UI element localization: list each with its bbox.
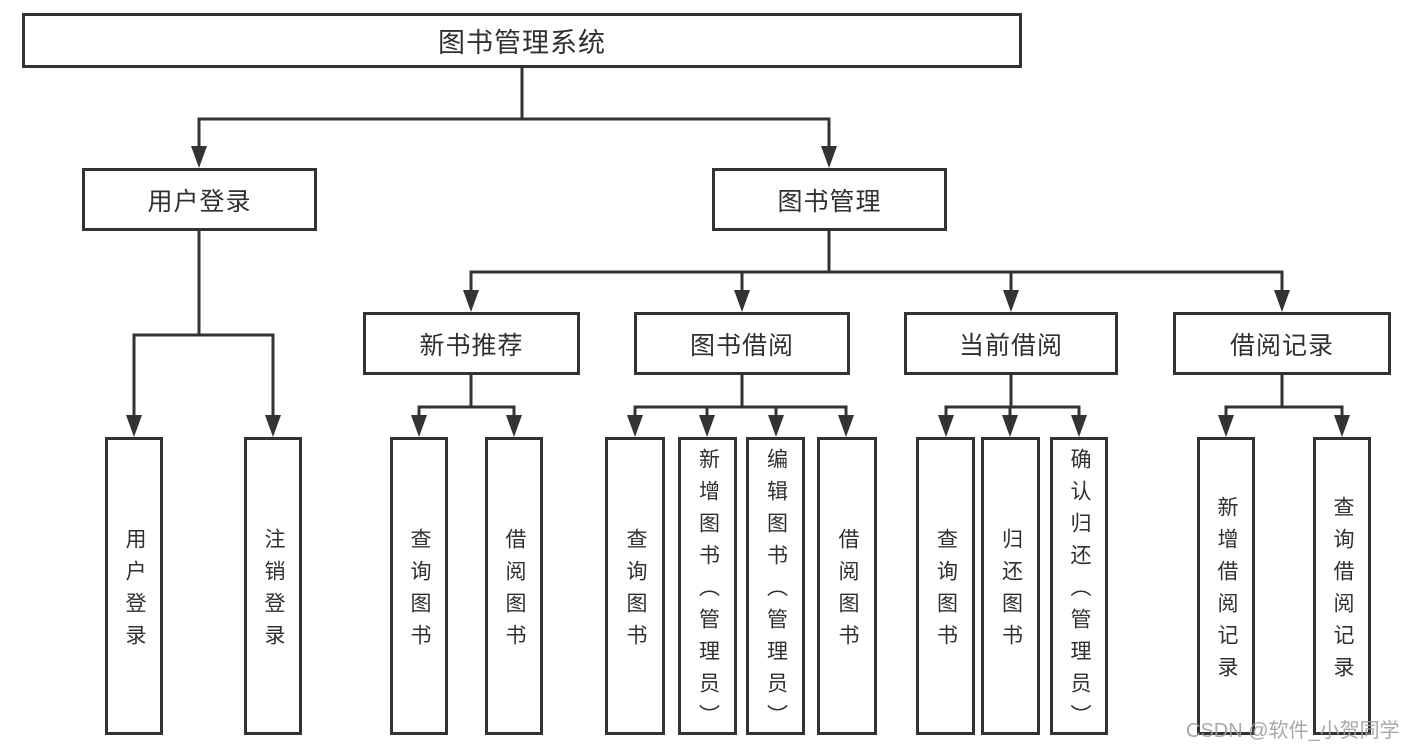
leaf-label: 查询借阅记录 (1331, 495, 1354, 688)
leaf-label: 用户登录 (123, 527, 146, 656)
node-label: 新书推荐 (419, 331, 524, 360)
node-book-management: 图书管理 (712, 168, 947, 231)
connector-borrow-record-branch (1224, 373, 1344, 419)
leaf-label: 借阅图书 (503, 527, 526, 656)
leaf-label: 确认归还（管理员） (1068, 447, 1091, 736)
connector-book-borrow-branch (633, 373, 848, 419)
connector-book-management-branch (469, 229, 1284, 294)
leaf-query-books-borrow: 查询图书 (605, 437, 665, 735)
csdn-watermark: CSDN @软件_小贺同学 (1186, 720, 1400, 742)
connector-root-to-level2 (197, 66, 831, 150)
leaf-label: 查询图书 (624, 527, 647, 656)
leaf-label: 查询图书 (934, 527, 958, 656)
connector-current-borrow-branch (944, 373, 1081, 419)
node-label: 用户登录 (147, 187, 252, 216)
node-label: 图书管理系统 (438, 28, 606, 58)
node-label: 图书借阅 (689, 331, 794, 360)
leaf-confirm-return-admin: 确认归还（管理员） (1050, 437, 1108, 736)
leaf-edit-books-admin: 编辑图书（管理员） (746, 437, 805, 736)
leaf-user-login: 用户登录 (105, 437, 163, 735)
leaf-label: 编辑图书（管理员） (764, 447, 788, 736)
leaf-return-books: 归还图书 (981, 437, 1040, 735)
leaf-label: 借阅图书 (836, 527, 859, 656)
leaf-borrow-books-recommend: 借阅图书 (485, 437, 543, 735)
leaf-query-books-recommend: 查询图书 (390, 437, 448, 735)
leaf-label: 查询图书 (408, 527, 431, 656)
leaf-label: 新增借阅记录 (1215, 495, 1238, 688)
leaf-add-books-admin: 新增图书（管理员） (678, 437, 737, 736)
leaf-query-books-current: 查询图书 (916, 437, 975, 735)
node-current-borrow: 当前借阅 (904, 312, 1118, 375)
leaf-label: 归还图书 (999, 527, 1023, 656)
node-borrow-record: 借阅记录 (1173, 312, 1391, 375)
connector-user-login-branch (132, 229, 275, 419)
leaf-borrow-books: 借阅图书 (817, 437, 877, 735)
node-label: 图书管理 (777, 187, 882, 216)
node-label: 借阅记录 (1229, 331, 1334, 360)
node-user-login: 用户登录 (82, 168, 317, 231)
leaf-label: 新增图书（管理员） (696, 447, 720, 736)
leaf-add-borrow-record: 新增借阅记录 (1197, 437, 1255, 735)
leaf-logout: 注销登录 (244, 437, 302, 735)
node-label: 当前借阅 (958, 331, 1063, 360)
node-new-book-recommend: 新书推荐 (363, 312, 580, 375)
arrowheads (126, 146, 1350, 437)
leaf-label: 注销登录 (262, 527, 285, 656)
connector-new-book-branch (417, 373, 516, 419)
node-library-management-system: 图书管理系统 (22, 13, 1022, 68)
node-book-borrow: 图书借阅 (634, 312, 850, 375)
leaf-query-borrow-record: 查询借阅记录 (1313, 437, 1371, 735)
